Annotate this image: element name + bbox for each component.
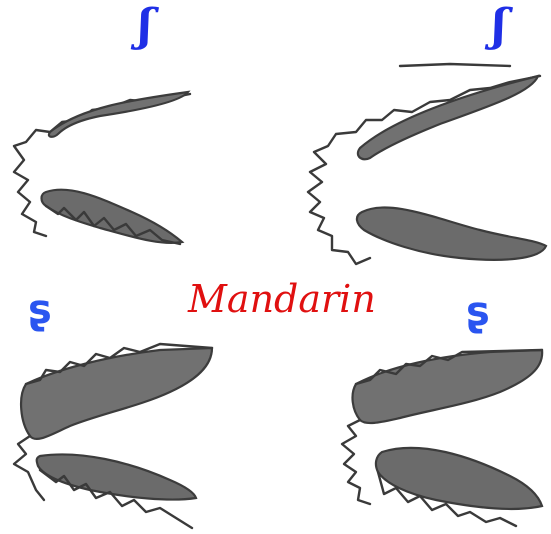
ipa-symbol-bottom-left: ʂ xyxy=(28,290,52,330)
tract-sketch-bottom-left xyxy=(0,340,220,530)
tract-sketch-top-left xyxy=(0,80,200,260)
language-label: Mandarin xyxy=(188,280,376,318)
tract-sketch-bottom-right xyxy=(320,344,551,530)
ipa-symbol-top-left: ʃ xyxy=(138,4,153,48)
tract-sketch-top-right xyxy=(300,62,551,272)
ipa-symbol-top-right: ʃ xyxy=(492,4,507,48)
ipa-symbol-bottom-right: ʂ xyxy=(466,292,490,332)
